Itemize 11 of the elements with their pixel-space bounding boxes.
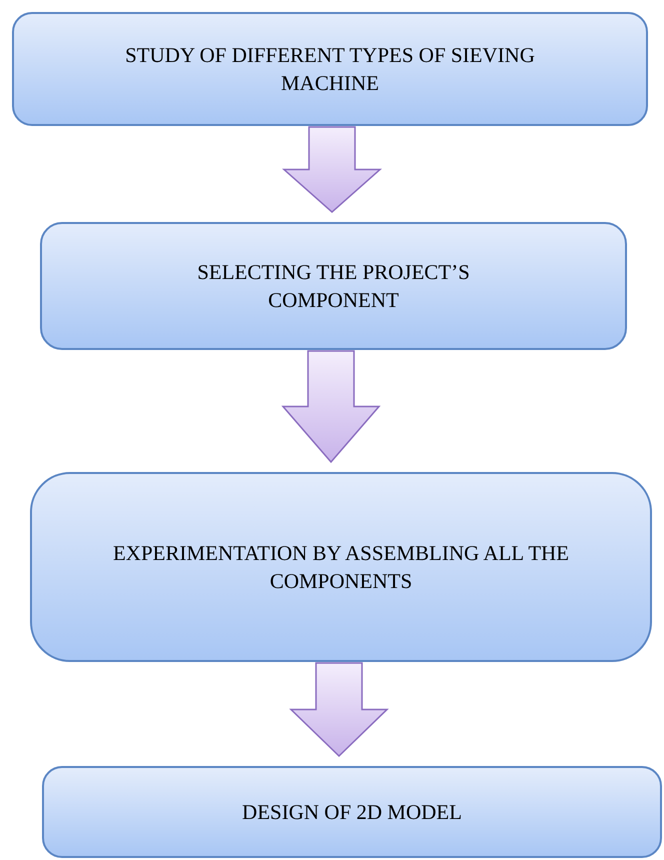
block-arrow [282, 126, 382, 213]
box-label: SELECTING THE PROJECT’S COMPONENT [196, 258, 471, 314]
box-label: STUDY OF DIFFERENT TYPES OF SIEVING MACHINE [124, 42, 536, 97]
block-arrow [281, 350, 381, 464]
process-box [12, 12, 648, 126]
process-box [42, 766, 662, 858]
box-label: DESIGN OF 2D MODEL [242, 798, 462, 826]
process-box [30, 472, 652, 662]
box-label: EXPERIMENTATION BY ASSEMBLING ALL THE COMPONENTS [112, 540, 570, 595]
process-box [40, 222, 627, 350]
block-arrow [289, 662, 389, 758]
